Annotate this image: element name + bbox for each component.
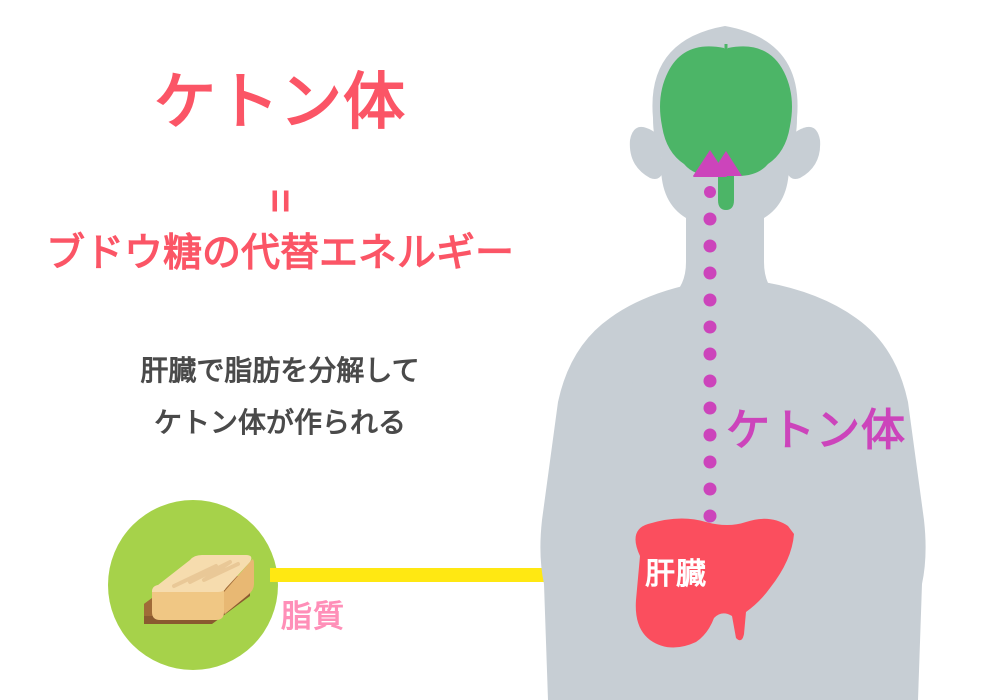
butter-block-icon	[144, 555, 254, 624]
brain	[660, 44, 792, 211]
human-body-figure	[540, 26, 926, 700]
ketone-stream	[693, 150, 742, 523]
fat-to-liver-arrow	[270, 560, 635, 590]
description-block: 肝臓で脂肪を分解して ケトン体が作られる	[0, 345, 560, 449]
description-line-2: ケトン体が作られる	[153, 406, 406, 438]
description-line-1: 肝臓で脂肪を分解して	[140, 355, 420, 386]
fat-source-label: 脂質	[281, 599, 345, 634]
ketone-stream-label: ケトン体	[726, 406, 906, 455]
fat-source-badge	[108, 500, 278, 670]
liver-label: 肝臓	[645, 558, 707, 591]
equals-glyph: =	[257, 188, 304, 214]
page-subtitle: ブドウ糖の代替エネルギー	[45, 232, 514, 275]
liver	[635, 518, 794, 648]
page-title: ケトン体	[153, 68, 406, 137]
